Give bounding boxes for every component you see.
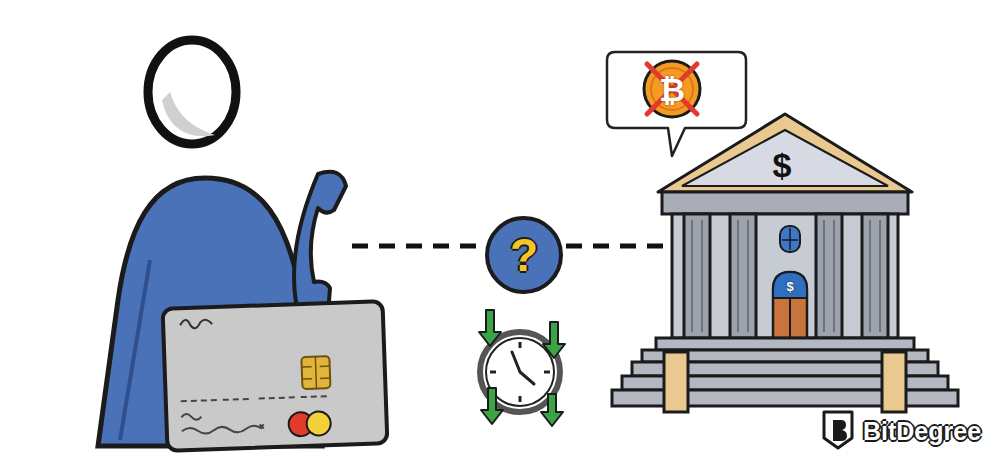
green-arrows [481,388,503,424]
bank-building [773,272,807,298]
bank-building [664,352,688,412]
bank-building [672,214,898,338]
speech-bubble [607,52,746,156]
credit-card [181,400,217,401]
bank-building [658,114,912,192]
credit-card [181,414,201,421]
question-mark: ? [510,232,538,278]
bank-building [682,130,888,186]
credit-card [306,411,331,436]
bank-building [684,214,888,338]
watermark-logo [824,412,852,448]
bank-building [656,338,914,350]
clock-icon [490,342,550,402]
green-arrows [541,394,563,426]
bank-building [773,272,807,338]
person-figure [120,260,150,440]
bank-building [612,114,958,412]
dashed-line [352,244,484,249]
credit-card [223,398,249,401]
door-dollar-sign: $ [786,280,793,293]
bank-building [780,226,800,252]
green-arrows [479,310,501,346]
watermark: BitDegree [863,419,981,444]
credit-card [182,425,262,434]
credit-card [301,356,330,389]
credit-card [163,301,388,451]
credit-card [301,395,327,398]
credit-card [163,301,388,451]
bank-building [782,228,798,250]
bank-building [684,214,710,338]
green-arrows [543,322,565,358]
speech-bubble [647,64,697,114]
phone-receiver [294,172,346,323]
watermark-logo [824,412,852,448]
question-circle: ? [485,216,563,294]
credit-card [301,356,330,389]
speech-bubble [644,61,700,117]
bank-building [662,192,908,214]
bitcoin-symbol: ₿ [659,74,685,106]
bank-building [862,214,888,338]
credit-card [259,397,295,398]
green-arrows [479,310,565,426]
dollar-sign: $ [773,148,792,182]
phone-receiver [294,172,346,323]
speech-bubble [607,52,746,156]
bank-building [789,298,791,338]
credit-card [180,319,212,329]
watermark-logo [833,420,847,441]
person-figure [162,92,215,136]
credit-card [260,424,264,428]
clock-icon [512,352,534,384]
dashed-line [566,244,684,249]
person-figure [148,40,236,144]
bank-building [816,214,842,338]
bank-building [730,214,756,338]
bank-building [882,352,906,412]
